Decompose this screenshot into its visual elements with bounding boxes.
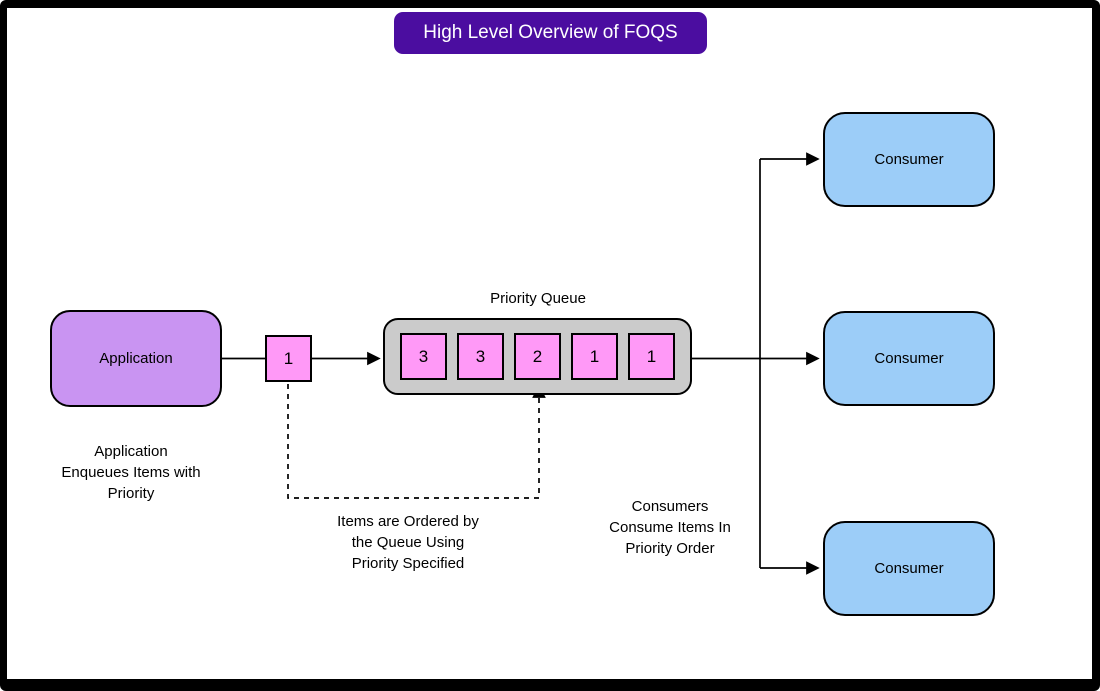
enqueued-item-node: 1: [265, 335, 312, 382]
application-node: Application: [50, 310, 222, 407]
queue-item: 3: [457, 333, 504, 380]
consumer-node-2: Consumer: [823, 311, 995, 406]
consumer-label: Consumer: [874, 151, 944, 168]
consumer-node-1: Consumer: [823, 112, 995, 207]
caption-application-enqueues: Application Enqueues Items with Priority: [61, 443, 201, 502]
application-label: Application: [99, 350, 173, 367]
consumer-label: Consumer: [874, 350, 944, 367]
diagram-title: High Level Overview of FOQS: [423, 22, 678, 43]
queue-item: 1: [571, 333, 618, 380]
caption-items-ordered: Items are Ordered by the Queue Using Pri…: [337, 513, 479, 572]
consumer-label: Consumer: [874, 560, 944, 577]
connector-dashed-ordering: [287, 384, 546, 499]
title-banner: High Level Overview of FOQS: [394, 12, 707, 54]
enqueued-item-value: 1: [283, 348, 294, 368]
priority-queue-label: Priority Queue: [490, 290, 586, 307]
priority-queue-node: 3 3 2 1 1: [383, 318, 692, 395]
queue-item: 2: [514, 333, 561, 380]
caption-consumers-consume: Consumers Consume Items In Priority Orde…: [609, 498, 731, 557]
queue-item: 3: [400, 333, 447, 380]
consumer-node-3: Consumer: [823, 521, 995, 616]
queue-item: 1: [628, 333, 675, 380]
